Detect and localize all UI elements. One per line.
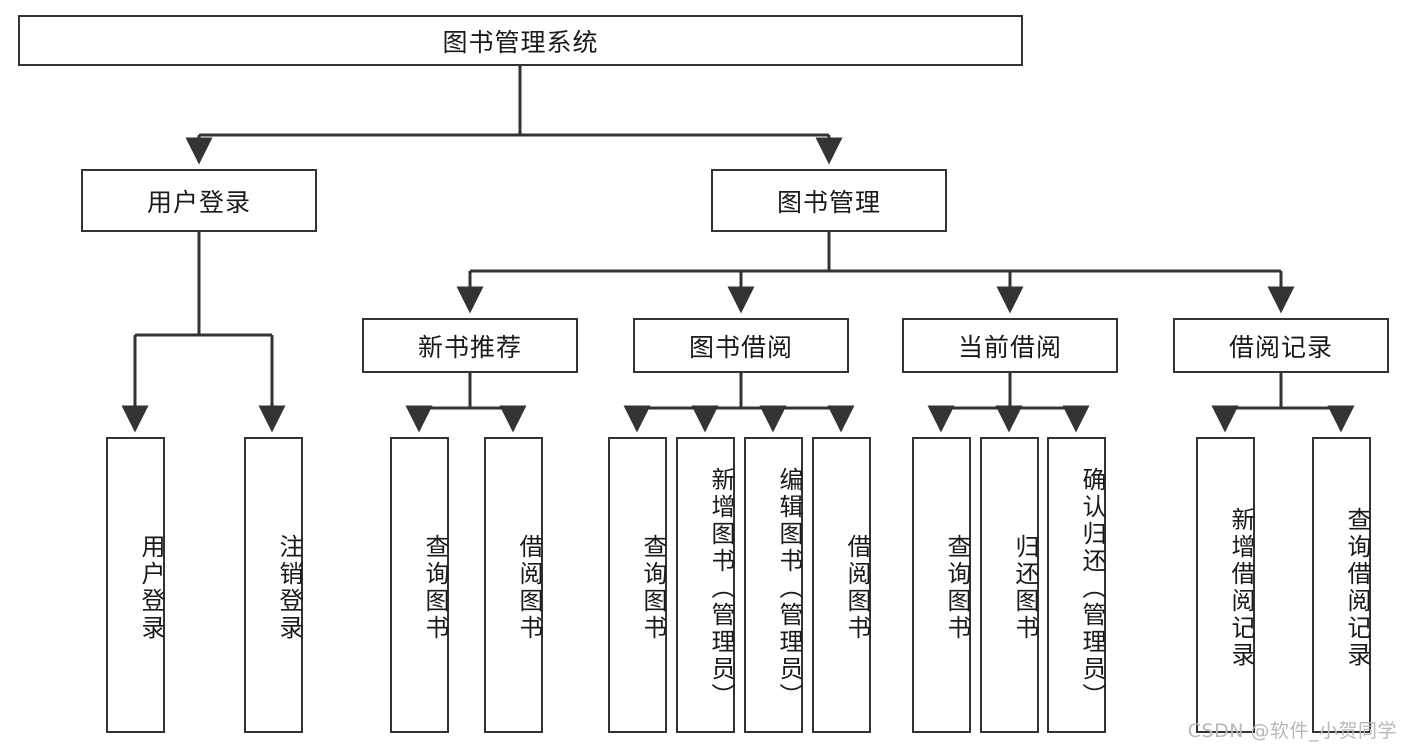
leaf-add-book-label: 新增图书（管理员） xyxy=(707,466,735,710)
node-borrow-record-label: 借阅记录 xyxy=(1228,332,1333,362)
leaf-query-book-2-label: 查询图书 xyxy=(639,534,667,642)
leaf-edit-book-label: 编辑图书（管理员） xyxy=(775,466,803,710)
leaf-query-record[interactable]: 查询借阅记录 xyxy=(1312,437,1371,733)
node-current-borrow-label: 当前借阅 xyxy=(957,332,1062,362)
leaf-confirm-return-label: 确认归还（管理员） xyxy=(1078,466,1106,710)
leaf-edit-book[interactable]: 编辑图书（管理员） xyxy=(744,437,803,733)
node-current-borrow[interactable]: 当前借阅 xyxy=(902,318,1118,373)
csdn-watermark: CSDN @软件_小贺同学 xyxy=(1187,720,1397,742)
leaf-add-record[interactable]: 新增借阅记录 xyxy=(1196,437,1255,733)
node-book-borrow[interactable]: 图书借阅 xyxy=(633,318,849,373)
leaf-add-record-label: 新增借阅记录 xyxy=(1227,507,1255,669)
leaf-borrow-book-1[interactable]: 借阅图书 xyxy=(484,437,543,733)
node-borrow-record[interactable]: 借阅记录 xyxy=(1173,318,1389,373)
leaf-user-login-label: 用户登录 xyxy=(137,534,165,642)
leaf-query-book-3-label: 查询图书 xyxy=(943,534,971,642)
leaf-query-book-1[interactable]: 查询图书 xyxy=(390,437,449,733)
leaf-query-book-2[interactable]: 查询图书 xyxy=(608,437,667,733)
leaf-return-book[interactable]: 归还图书 xyxy=(980,437,1039,733)
leaf-user-login[interactable]: 用户登录 xyxy=(106,437,165,733)
leaf-borrow-book-2[interactable]: 借阅图书 xyxy=(812,437,871,733)
node-user-login[interactable]: 用户登录 xyxy=(81,169,317,232)
leaf-confirm-return[interactable]: 确认归还（管理员） xyxy=(1047,437,1106,733)
leaf-add-book[interactable]: 新增图书（管理员） xyxy=(676,437,735,733)
leaf-logout-label: 注销登录 xyxy=(275,534,303,642)
node-root[interactable]: 图书管理系统 xyxy=(18,15,1023,66)
leaf-query-record-label: 查询借阅记录 xyxy=(1343,507,1371,669)
leaf-query-book-3[interactable]: 查询图书 xyxy=(912,437,971,733)
leaf-query-book-1-label: 查询图书 xyxy=(421,534,449,642)
node-new-book-rec-label: 新书推荐 xyxy=(417,332,522,362)
node-book-manage-label: 图书管理 xyxy=(776,187,881,217)
node-root-label: 图书管理系统 xyxy=(442,27,599,57)
node-book-manage[interactable]: 图书管理 xyxy=(711,169,947,232)
leaf-logout[interactable]: 注销登录 xyxy=(244,437,303,733)
node-user-login-label: 用户登录 xyxy=(146,187,251,217)
node-book-borrow-label: 图书借阅 xyxy=(688,332,793,362)
leaf-return-book-label: 归还图书 xyxy=(1011,534,1039,642)
leaf-borrow-book-1-label: 借阅图书 xyxy=(515,534,543,642)
node-new-book-rec[interactable]: 新书推荐 xyxy=(362,318,578,373)
leaf-borrow-book-2-label: 借阅图书 xyxy=(843,534,871,642)
